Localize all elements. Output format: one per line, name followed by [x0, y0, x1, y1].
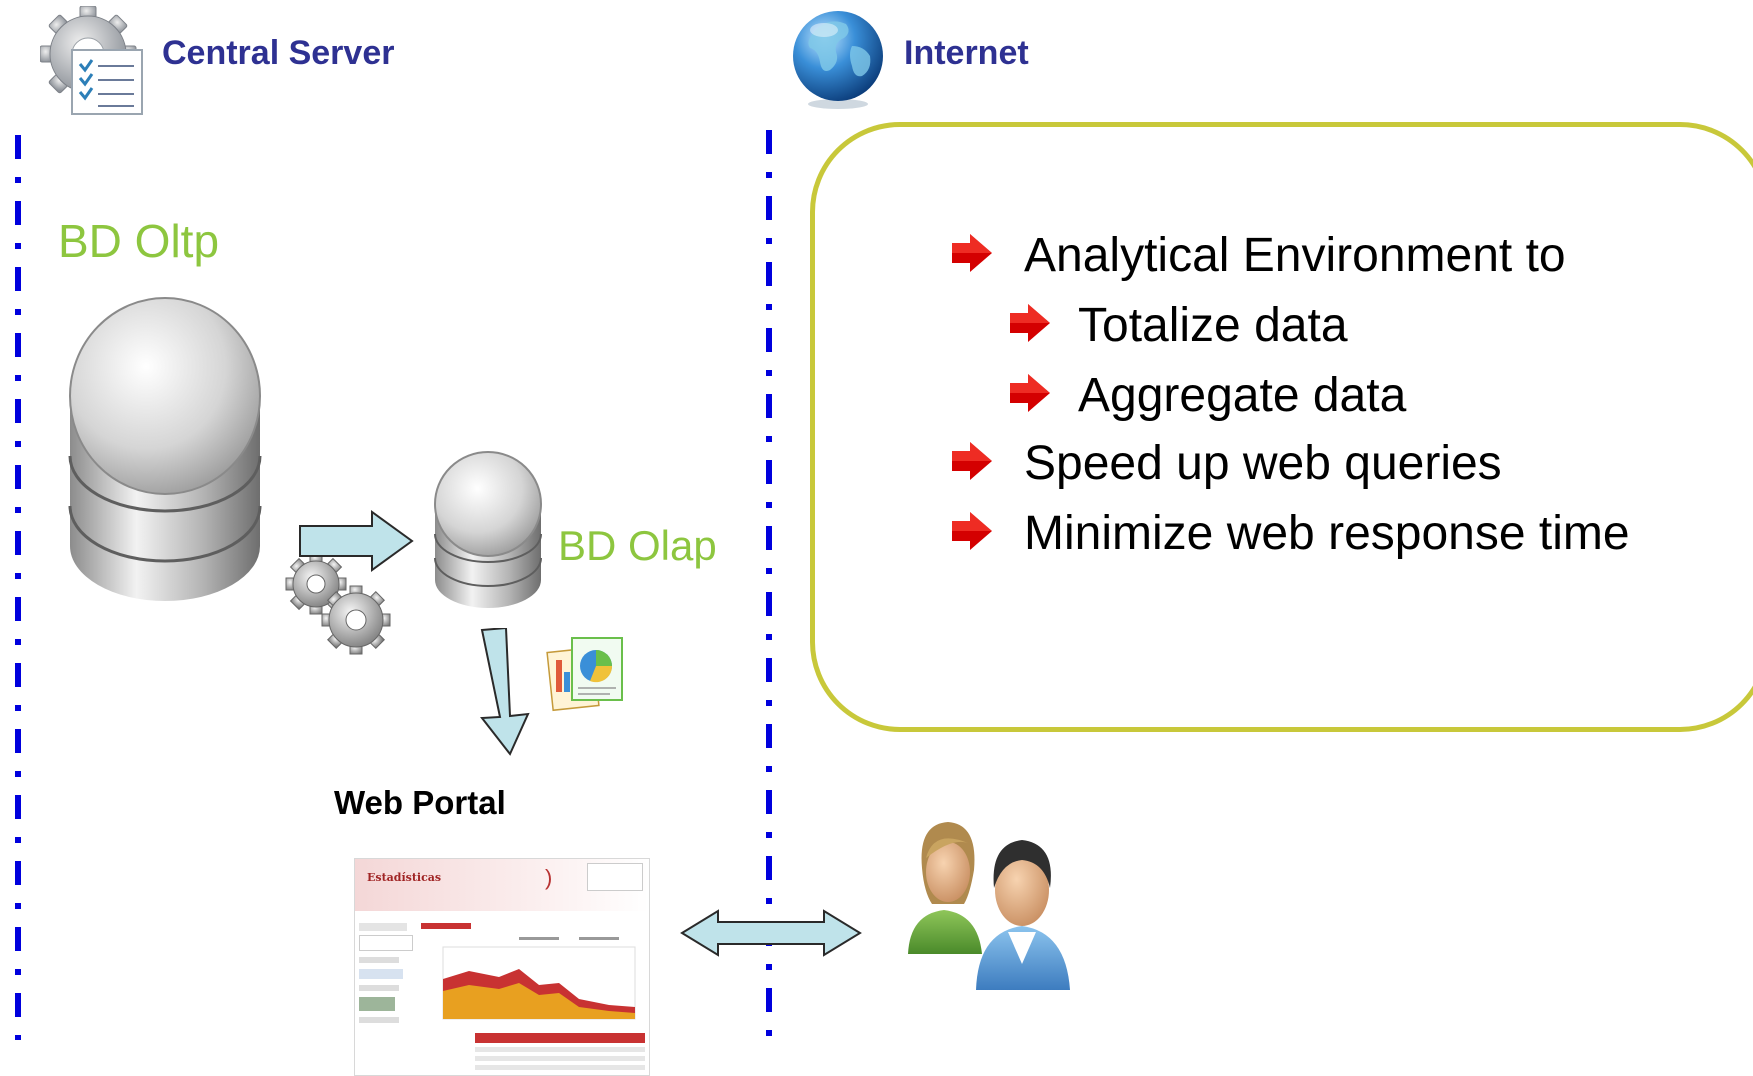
bullet-arrow-icon — [952, 512, 992, 550]
feature-subitem: Totalize data — [1078, 299, 1348, 352]
bullet-arrow-icon — [952, 442, 992, 480]
down-arrow-icon — [480, 628, 530, 756]
oltp-database-icon — [68, 297, 262, 601]
portal-sidebar — [359, 919, 415, 1069]
olap-label: BD Olap — [558, 522, 717, 569]
features-box — [810, 122, 1753, 732]
globe-icon — [793, 11, 883, 109]
bullet-arrow-icon — [1010, 304, 1050, 342]
bullet-arrow-icon — [1010, 374, 1050, 412]
feature-item: Analytical Environment to — [1024, 229, 1566, 282]
users-icon — [908, 822, 1070, 990]
portal-logo-box — [587, 863, 643, 891]
web-portal-label: Web Portal — [334, 784, 506, 821]
portal-site-title: Estadísticas — [367, 871, 442, 884]
server-gear-icon — [40, 6, 143, 115]
bullet-arrow-icon — [952, 234, 992, 272]
portal-area-chart — [421, 923, 645, 1070]
oltp-label: BD Oltp — [58, 215, 220, 267]
portal-header-bracket: ) — [545, 865, 553, 890]
report-icon — [546, 637, 623, 712]
web-portal-thumbnail[interactable]: Estadísticas ) — [354, 858, 650, 1076]
olap-database-icon — [434, 451, 542, 608]
gears-icon — [285, 553, 391, 655]
internet-label: Internet — [904, 34, 1029, 72]
feature-item: Minimize web response time — [1024, 507, 1630, 560]
central-server-label: Central Server — [162, 34, 395, 72]
bidirectional-arrow-icon — [680, 909, 862, 957]
etl-arrow-icon — [299, 510, 414, 572]
feature-subitem: Aggregate data — [1078, 369, 1407, 422]
portal-header: Estadísticas ) — [355, 859, 649, 911]
feature-item: Speed up web queries — [1024, 437, 1502, 490]
